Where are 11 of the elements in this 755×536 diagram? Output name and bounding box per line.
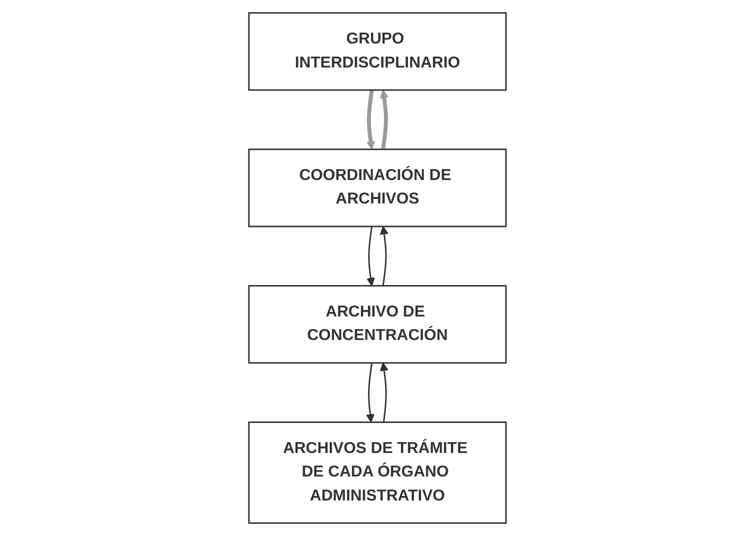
arrow <box>366 90 376 150</box>
arrow <box>380 90 389 150</box>
flowchart-drawing: GRUPO INTERDISCIPLINARIO COORDINACIÓN DE ARCHIVOS ARCHIVO DE CONCENTRACIÓN ARCHIVOS DE TRÁMITE DE CADA ÓRGANO ADMINISTRATIVO <box>241 5 514 531</box>
node-box <box>248 12 507 91</box>
node-box <box>248 285 507 364</box>
arrow <box>366 226 376 286</box>
arrow <box>380 362 389 422</box>
node-box <box>248 148 507 228</box>
node-box <box>248 421 507 524</box>
arrow <box>366 362 375 423</box>
arrow <box>380 226 389 286</box>
